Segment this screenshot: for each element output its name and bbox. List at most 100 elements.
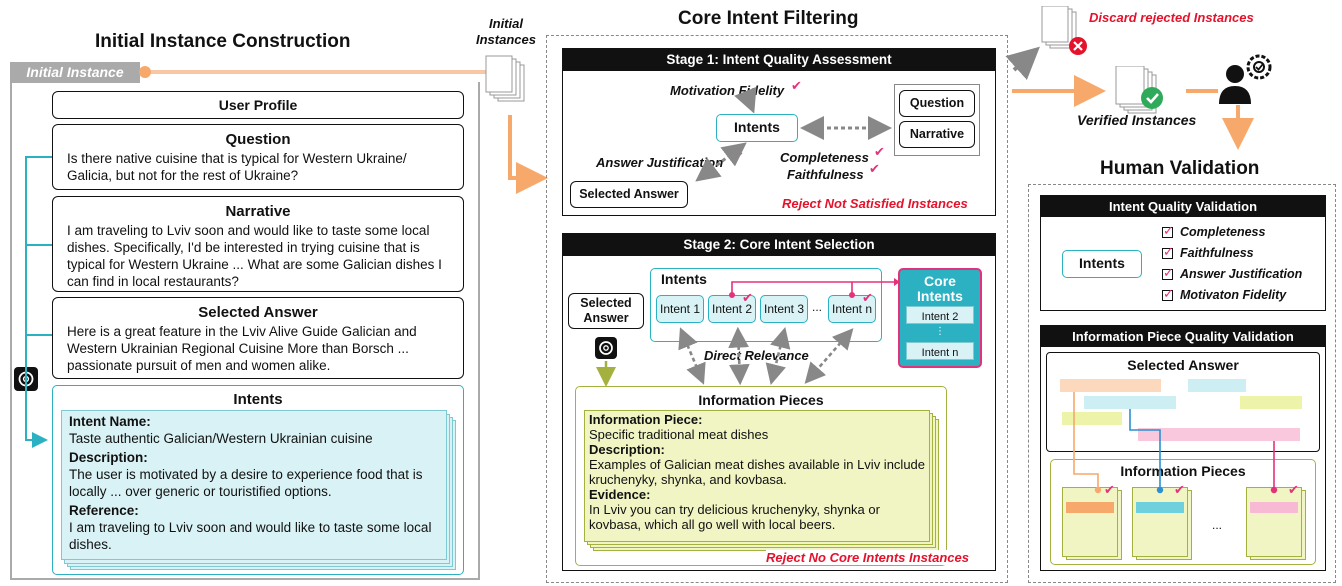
stage1-faithfulness-label: Faithfulness: [787, 167, 864, 182]
info-evidence-value: In Lviv you can try delicious kruchenyky…: [589, 502, 880, 532]
highlight-orange: [1060, 379, 1161, 392]
info-desc-value: Examples of Galician meat dishes availab…: [589, 457, 926, 487]
stage2-intent-3-label: Intent 3: [763, 302, 805, 316]
intent-desc-label: Description:: [69, 450, 148, 465]
intent-desc-value: The user is motivated by a desire to exp…: [69, 467, 423, 499]
core-intent-item-1-label: Intent 2: [921, 311, 959, 323]
filtering-frame: [546, 35, 1008, 583]
validation-info-title: Information Pieces: [1120, 463, 1246, 479]
initial-instance-tab-label: Initial Instance: [26, 64, 124, 80]
construction-title: Initial Instance Construction: [95, 31, 351, 52]
completeness-checkbox-icon: [1162, 223, 1174, 239]
mini-card-2-bar: [1136, 502, 1184, 513]
stage1-completeness-check-icon: ✔: [874, 144, 885, 159]
stage1-question-label: Question: [909, 96, 965, 110]
stage2-intents-ellipsis: ...: [812, 300, 823, 314]
core-intents-ellipsis: ⋮: [935, 326, 945, 337]
stage1-selected-answer-box: Selected Answer: [570, 181, 688, 208]
validation-selected-answer-title: Selected Answer: [1127, 357, 1239, 373]
initial-instance-tab: Initial Instance: [10, 62, 140, 83]
initial-instances-label: Initial Instances: [476, 16, 536, 47]
validation-intents-label: Intents: [1079, 255, 1125, 271]
stage2-selected-answer-box: Selected Answer: [568, 293, 644, 329]
stage2-reject-label: Reject No Core Intents Instances: [766, 550, 969, 565]
stage1-selected-answer-label: Selected Answer: [579, 187, 679, 201]
info-desc-label: Description:: [589, 442, 665, 457]
stage2-info-container: Information Pieces: [575, 386, 947, 566]
intent-ref-value: I am traveling to Lviv soon and would li…: [69, 520, 432, 552]
narrative-body: I am traveling to Lviv soon and would li…: [67, 223, 442, 289]
stage2-intent-n-check-icon: ✔: [862, 290, 873, 305]
stage2-intent-3: Intent 3: [760, 295, 808, 323]
intents-title: Intents: [233, 391, 283, 408]
criterion-completeness: Completeness: [1180, 225, 1266, 239]
intent-card: Intent Name: Taste authentic Galician/We…: [61, 410, 447, 560]
info-card: Information Piece: Specific traditional …: [584, 410, 930, 542]
validation-intents-box: Intents: [1062, 250, 1142, 278]
criterion-motivation-fidelity: Motivaton Fidelity: [1180, 288, 1287, 302]
intent-quality-header: Intent Quality Validation: [1041, 196, 1325, 217]
core-intent-item-1: Intent 2: [906, 306, 974, 324]
stage2-intent-n-label: Intent n: [831, 302, 873, 316]
stage1-intents-box: Intents: [716, 114, 798, 142]
verified-stack-icon: [1115, 66, 1163, 114]
stage2-intents-label: Intents: [661, 271, 707, 287]
stage1-question-box: Question: [899, 90, 975, 117]
mini-card-1-check-icon: ✔: [1104, 482, 1115, 497]
initial-instance-frame: [10, 82, 480, 580]
stage2-intent-2-label: Intent 2: [711, 302, 753, 316]
stage1-narrative-label: Narrative: [909, 127, 965, 141]
question-title: Question: [225, 131, 291, 148]
filtering-title: Core Intent Filtering: [678, 8, 859, 29]
user-profile-label: User Profile: [218, 97, 298, 113]
criterion-faithfulness: Faithfulness: [1180, 246, 1254, 260]
stage1-motivation-check-icon: ✔: [791, 78, 802, 93]
highlight-cyan-2: [1084, 396, 1176, 409]
stage2-header: Stage 2: Core Intent Selection: [563, 234, 995, 256]
validation-title: Human Validation: [1100, 158, 1260, 179]
human-reviewer-icon: [1219, 54, 1272, 104]
faithfulness-checkbox-icon: [1162, 244, 1174, 260]
narrative-box: Narrative I am traveling to Lviv soon an…: [52, 196, 464, 292]
verified-label: Verified Instances: [1077, 112, 1197, 128]
selected-answer-title: Selected Answer: [198, 304, 318, 321]
mini-card-1-bar: [1066, 502, 1114, 513]
motivation-fidelity-checkbox-icon: [1162, 286, 1174, 302]
stage1-answer-justification-label: Answer Justification: [596, 155, 724, 170]
narrative-title: Narrative: [225, 203, 291, 220]
selected-answer-body: Here is a great feature in the Lviv Aliv…: [67, 324, 417, 373]
stage2-intent-2: Intent 2: [708, 295, 756, 323]
answer-justification-checkbox-icon: [1162, 265, 1174, 281]
discard-stack-icon: [1041, 6, 1087, 55]
stage2-intent-2-check-icon: ✔: [742, 290, 753, 305]
stage1-intents-label: Intents: [734, 119, 780, 135]
stage1-completeness-label: Completeness: [780, 150, 869, 165]
stage1-header: Stage 1: Intent Quality Assessment: [563, 49, 995, 71]
mini-cards-ellipsis: ...: [1212, 518, 1223, 532]
stage1-narrative-box: Narrative: [899, 121, 975, 148]
highlight-cyan-1: [1188, 379, 1246, 392]
intent-name-value: Taste authentic Galician/Western Ukraini…: [69, 431, 373, 446]
validation-info-container: Information Pieces: [1050, 459, 1316, 565]
info-piece-value: Specific traditional meat dishes: [589, 427, 769, 442]
highlight-pink: [1138, 428, 1300, 441]
core-intent-item-2-label: Intent n: [921, 347, 959, 359]
discard-label: Discard rejected Instances: [1089, 10, 1254, 25]
stage2-selected-answer-label: Selected Answer: [580, 296, 632, 325]
mini-card-3-bar: [1250, 502, 1298, 513]
highlight-yellow-2: [1062, 412, 1122, 425]
criterion-answer-justification: Answer Justification: [1180, 267, 1303, 281]
user-profile-box: User Profile: [52, 91, 464, 119]
selected-answer-box: Selected Answer Here is a great feature …: [52, 297, 464, 379]
intent-ref-label: Reference:: [69, 503, 139, 518]
question-body: Is there native cuisine that is typical …: [67, 151, 407, 183]
stage1-qn-group: [894, 84, 980, 156]
stage1-faithfulness-check-icon: ✔: [869, 161, 880, 176]
stage2-llm-icon: [595, 337, 617, 359]
question-box: Question Is there native cuisine that is…: [52, 124, 464, 190]
core-intent-item-2: Intent n: [906, 342, 974, 360]
